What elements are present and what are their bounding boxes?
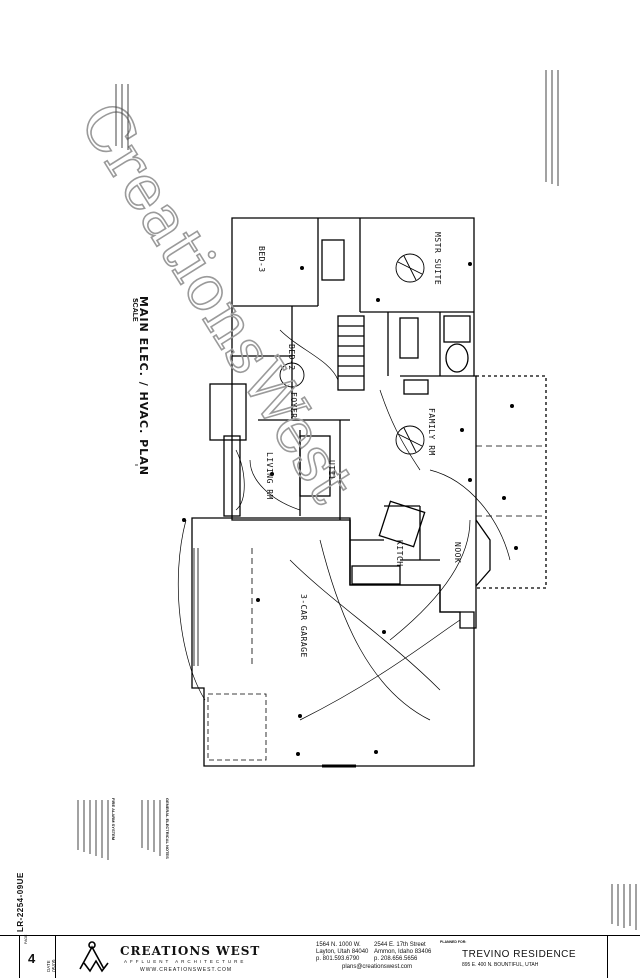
company-website: WWW.CREATIONSWEST.COM — [140, 967, 233, 973]
plan-number-cell — [0, 936, 20, 978]
office1-phone: p. 801.593.6790 — [316, 956, 360, 962]
office-email: plans@creationswest.com — [342, 964, 413, 970]
date: 05/09 — [52, 959, 58, 972]
page-number: 4 — [28, 951, 36, 966]
date-label: DATE — [46, 960, 51, 972]
office2-phone: p. 208.656.5656 — [374, 956, 418, 962]
planned-for-label: PLANNED FOR: — [440, 940, 467, 944]
device-symbols — [182, 262, 518, 756]
residence-cell — [432, 936, 608, 978]
company-subtitle: AFFLUENT ARCHITECTURE — [124, 959, 247, 964]
office2-city: Ammon, Idaho 83406 — [374, 949, 432, 955]
notes-text-blocks — [77, 70, 637, 930]
title-block — [0, 935, 640, 978]
front-porch — [209, 383, 247, 441]
office1-address: 1564 N. 1000 W. — [316, 942, 361, 948]
office2-address: 2544 E. 17th Street — [374, 942, 426, 948]
page-cell — [20, 936, 56, 978]
company-logo — [79, 941, 109, 973]
electrical-circuit-arcs — [177, 329, 511, 721]
office1-city: Layton, Utah 84040 — [316, 949, 369, 955]
ceiling-fan-symbols — [279, 253, 425, 455]
page-label: PAGE — [24, 934, 28, 944]
residence-address: 895 E. 400 N. BOUNTIFUL, UTAH — [462, 962, 539, 968]
residence-name: TREVINO RESIDENCE — [462, 949, 577, 960]
plan-number: LR-2254-09UE — [16, 872, 25, 932]
company-name: CREATIONS WEST — [120, 944, 261, 958]
floor-plan-drawing: CreationsWest — [64, 88, 547, 768]
